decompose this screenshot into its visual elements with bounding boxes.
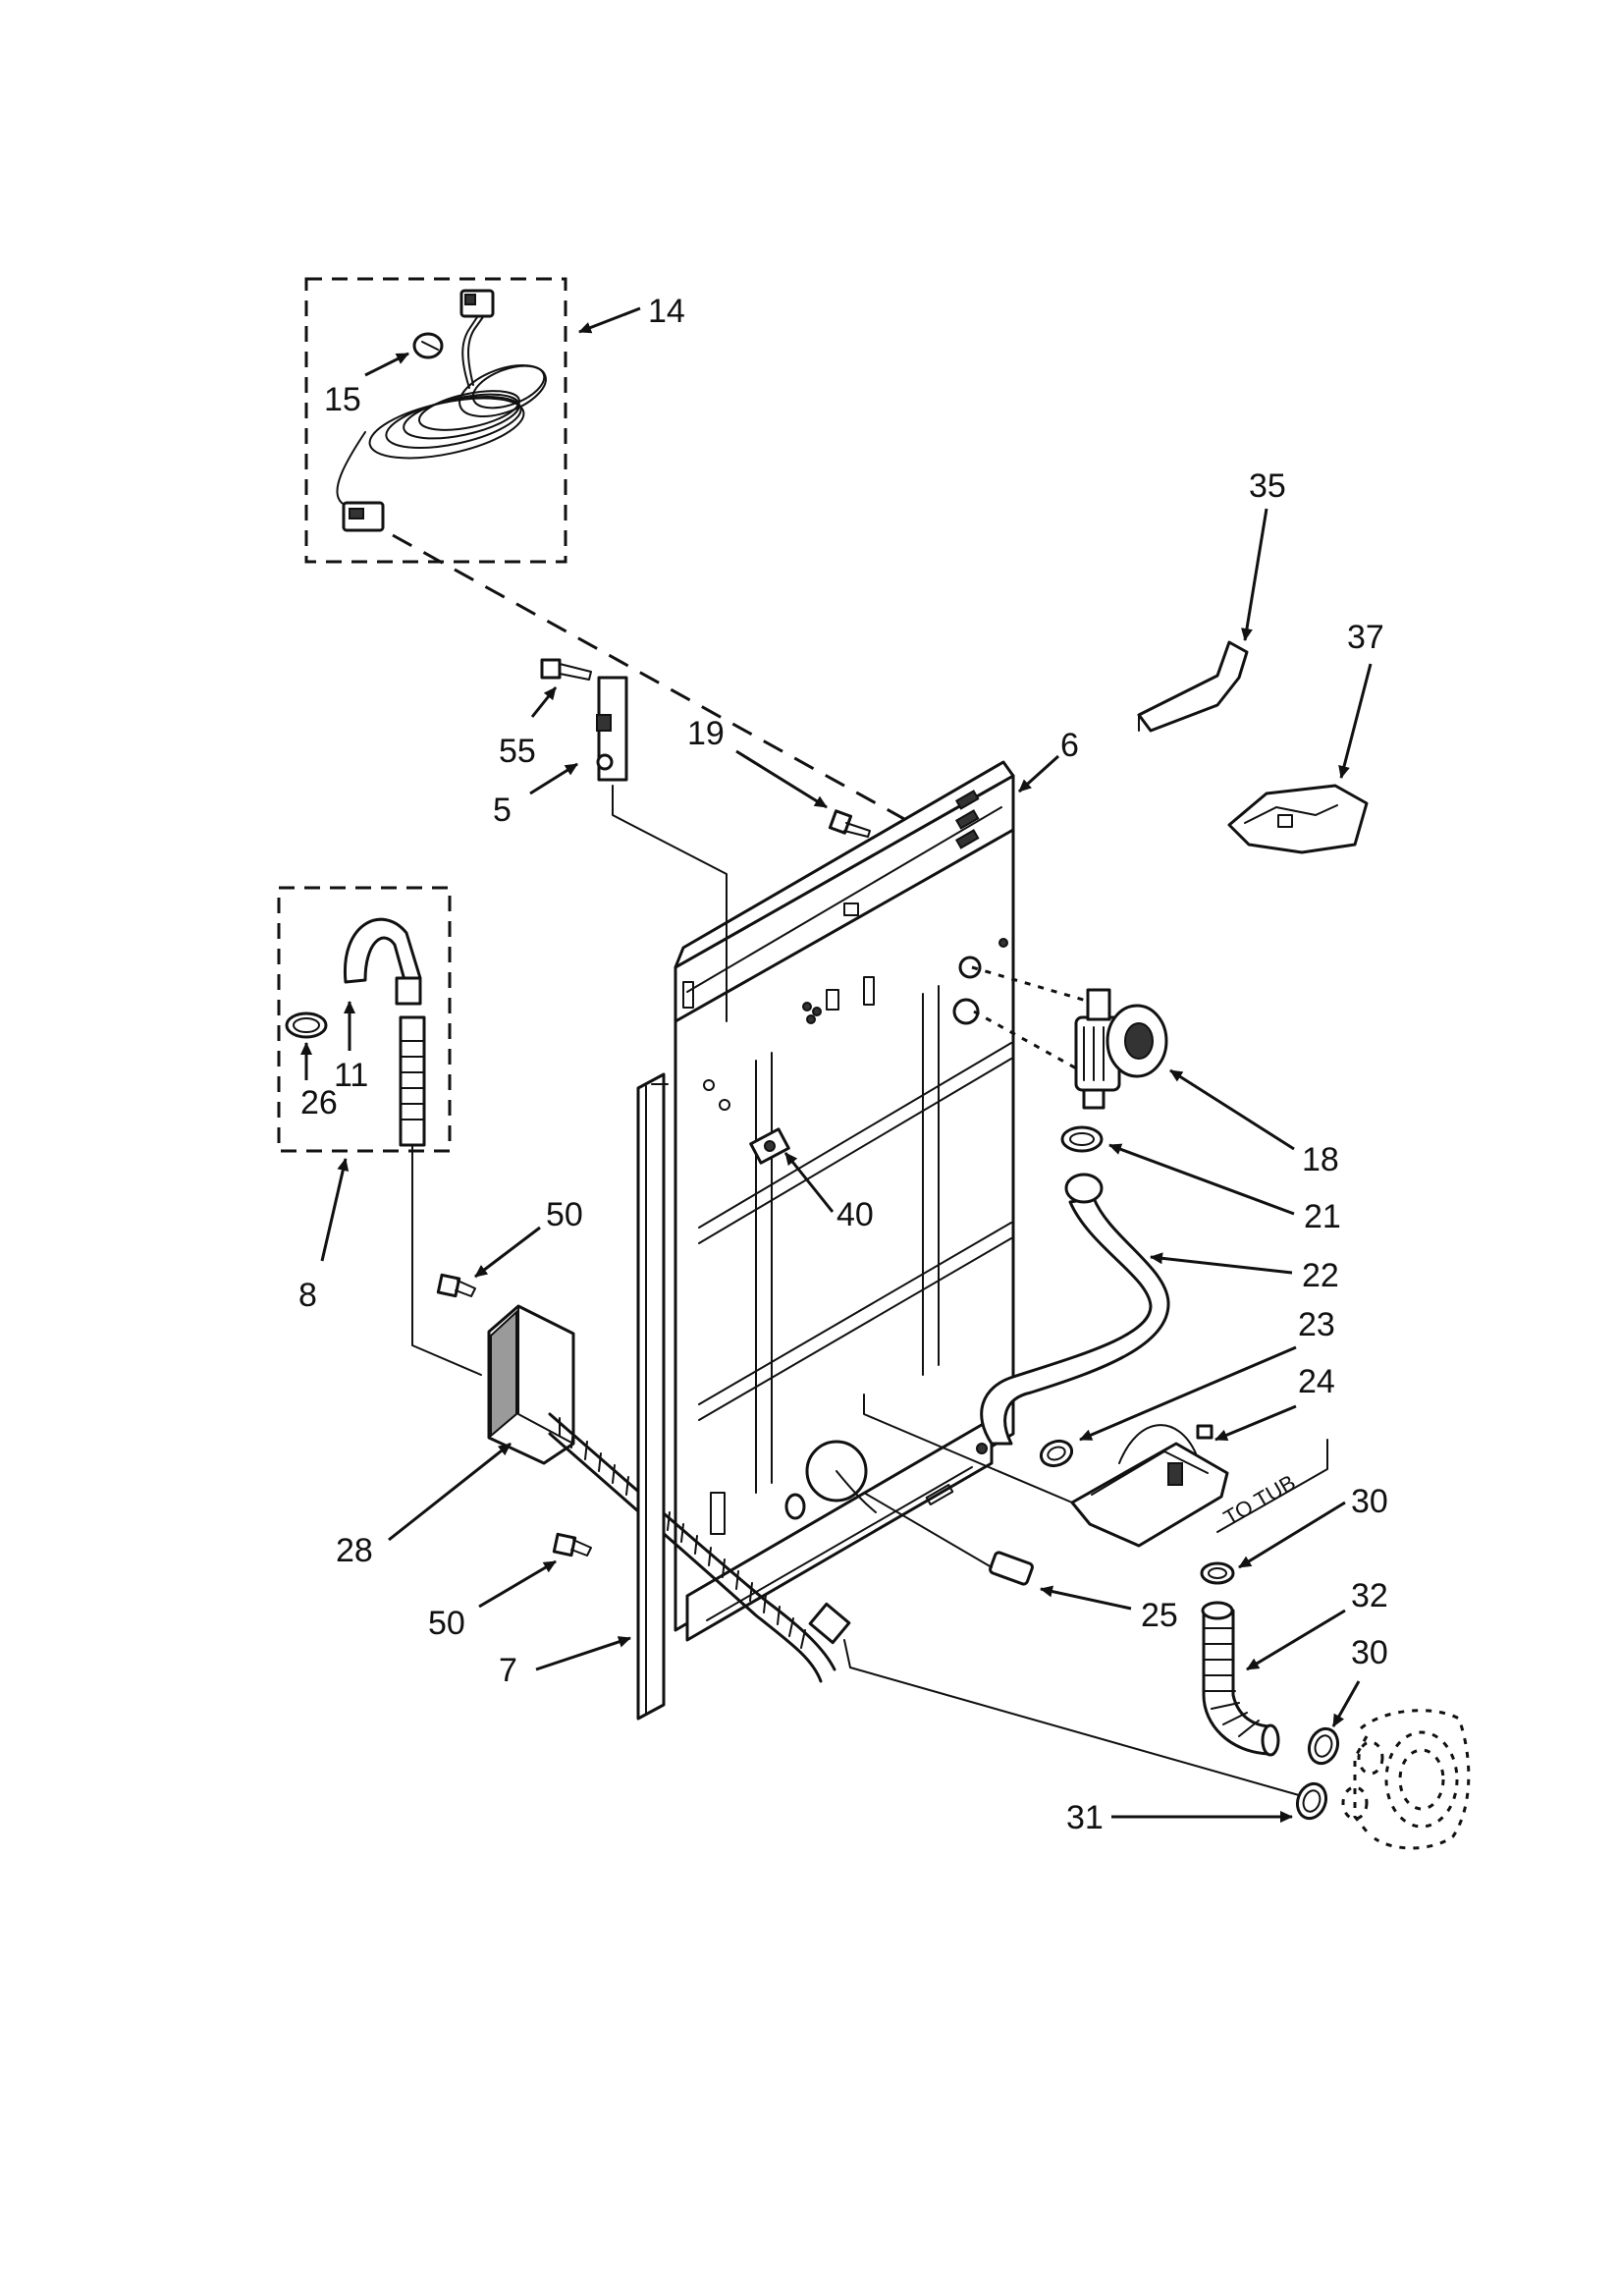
callout-14: 14 <box>648 293 685 330</box>
arrow-50b <box>478 1559 557 1609</box>
to-tub-label: TO TUB <box>1219 1470 1300 1531</box>
callout-21: 21 <box>1304 1198 1341 1235</box>
drain-hose-28 <box>548 1412 1307 1798</box>
screw-55 <box>540 658 592 681</box>
callout-23: 23 <box>1298 1306 1335 1343</box>
screw-50-upper <box>436 1273 476 1298</box>
callout-31: 31 <box>1066 1799 1104 1836</box>
clamp-30-lower <box>1307 1726 1340 1766</box>
arrow-22 <box>1150 1252 1293 1275</box>
hose-32 <box>1201 1601 1280 1757</box>
callout-8: 8 <box>298 1277 317 1314</box>
bracket-24 <box>863 1394 1229 1548</box>
pump-reference <box>1341 1709 1471 1850</box>
rear-panel-6 <box>674 760 1015 1642</box>
callout-15: 15 <box>324 381 361 418</box>
water-valve-18 <box>971 965 1168 1110</box>
callout-24: 24 <box>1298 1363 1335 1400</box>
power-cord <box>336 289 547 532</box>
arrow-50a <box>474 1226 541 1279</box>
power-cord-kit-group: 14 15 <box>304 277 685 564</box>
callout-25: 25 <box>1141 1597 1178 1634</box>
hose-11 <box>343 917 422 1006</box>
bracket-35 <box>1137 640 1249 733</box>
arrow-21 <box>1108 1143 1295 1216</box>
arrow-30a <box>1238 1501 1346 1569</box>
arrow-6 <box>1017 754 1060 793</box>
callout-50a: 50 <box>546 1196 583 1233</box>
inlet-hose-22 <box>980 1173 1170 1446</box>
arrow-40 <box>783 1152 835 1213</box>
bracket-40 <box>749 1127 790 1165</box>
callout-35: 35 <box>1249 467 1286 505</box>
arrow-18 <box>1169 1068 1295 1151</box>
arrow-32 <box>1246 1609 1346 1671</box>
callout-5: 5 <box>493 792 512 829</box>
callout-18: 18 <box>1302 1141 1339 1178</box>
arrow-19 <box>735 749 828 809</box>
arrow-28 <box>388 1442 512 1542</box>
callout-30b: 30 <box>1351 1634 1388 1671</box>
hose-kit-leader <box>411 1144 482 1376</box>
callout-19: 19 <box>687 715 725 752</box>
callout-50b: 50 <box>428 1605 465 1642</box>
pressure-switch-25 <box>784 1440 1034 1586</box>
hose-kit-box <box>277 886 452 1153</box>
bracket-5 <box>596 676 728 1022</box>
to-tub-leader <box>1216 1439 1328 1533</box>
arrow-23 <box>1079 1345 1297 1442</box>
arrow-30b <box>1331 1680 1361 1727</box>
callout-26: 26 <box>300 1084 338 1121</box>
arrow-24 <box>1214 1404 1297 1442</box>
callout-11: 11 <box>334 1057 368 1094</box>
hose-kit-group <box>277 886 452 1153</box>
side-strip-7 <box>636 1072 669 1721</box>
callout-28: 28 <box>336 1532 373 1569</box>
drain-hose-end <box>399 1015 426 1147</box>
bracket-37 <box>1227 784 1369 854</box>
clamp-26 <box>285 1011 328 1039</box>
arrow-35 <box>1241 508 1268 641</box>
arrow-14 <box>578 306 641 334</box>
cord-leader <box>392 533 934 837</box>
arrow-7 <box>535 1636 631 1671</box>
callout-55: 55 <box>499 733 536 770</box>
hose-guide-28 <box>487 1304 575 1465</box>
clamp-23 <box>1039 1439 1074 1468</box>
arrow-37 <box>1338 663 1373 779</box>
strain-relief-15 <box>412 332 444 359</box>
clamp-21 <box>1060 1125 1104 1153</box>
power-cord-kit-box <box>304 277 567 564</box>
callout-30a: 30 <box>1351 1483 1388 1520</box>
callout-6: 6 <box>1060 727 1079 764</box>
arrow-55 <box>530 686 558 718</box>
callout-32: 32 <box>1351 1577 1388 1614</box>
arrow-15 <box>364 352 409 377</box>
screw-19 <box>828 809 871 838</box>
clamp-31 <box>1295 1781 1328 1821</box>
arrow-5 <box>529 762 578 795</box>
arrow-8 <box>320 1158 350 1262</box>
arrow-25 <box>1040 1585 1132 1611</box>
screw-50-lower <box>552 1532 592 1558</box>
callout-22: 22 <box>1302 1257 1339 1294</box>
clamp-30-upper <box>1200 1561 1235 1585</box>
callout-37: 37 <box>1347 619 1384 656</box>
callout-40: 40 <box>836 1196 874 1233</box>
callout-7: 7 <box>499 1652 517 1689</box>
